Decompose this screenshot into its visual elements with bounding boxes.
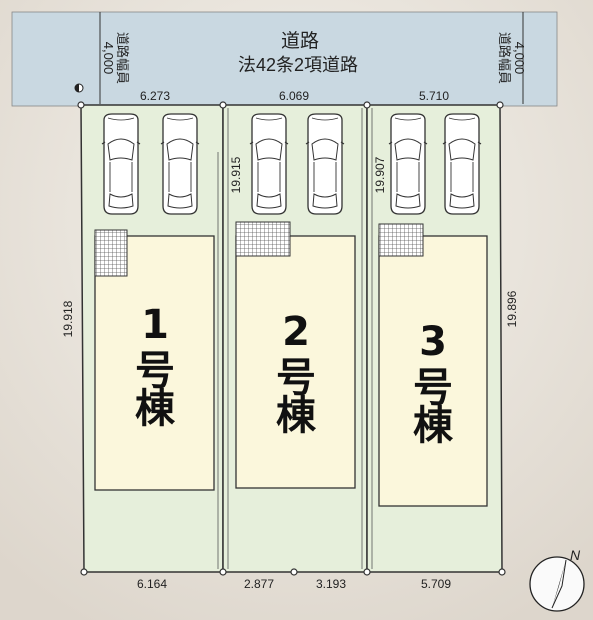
dim-top-1: 6.273 — [140, 89, 170, 103]
road-width-value-right: 4,000 — [512, 42, 527, 75]
boundary-marker — [80, 568, 88, 576]
lot-2-suffix1: 号 — [276, 355, 316, 401]
boundary-markers — [77, 101, 506, 576]
compass: N — [529, 547, 585, 612]
lot-3-suffix2: 棟 — [413, 403, 454, 449]
road-width-value-left: 4,000 — [101, 42, 116, 75]
lot-3-number: 3 — [419, 319, 447, 365]
road-area — [11, 11, 558, 107]
lot-1-suffix1: 号 — [135, 348, 175, 394]
dim-bottom-1: 6.164 — [137, 577, 167, 591]
dim-inner-1: 19.915 — [229, 156, 243, 193]
compass-label: N — [570, 547, 581, 563]
boundary-marker — [496, 101, 504, 109]
car-icon — [388, 113, 428, 215]
benchmark-icon-fill — [75, 84, 79, 92]
dim-top-3: 5.710 — [419, 89, 449, 103]
dim-left: 19.918 — [61, 300, 75, 337]
lot-2-suffix2: 棟 — [276, 393, 317, 439]
dim-bottom-2: 2.877 — [244, 577, 274, 591]
road: 道路 法42条2項道路 道路幅員 4,000 道路幅員 4,000 — [11, 11, 558, 107]
road-title: 道路 — [281, 30, 319, 52]
lot-3-suffix1: 号 — [413, 365, 453, 411]
car-icon — [101, 113, 141, 215]
road-width-label-right: 道路幅員 — [497, 32, 512, 84]
house-3-footprint — [378, 235, 488, 507]
car-icon — [160, 113, 200, 215]
dim-top-2: 6.069 — [279, 89, 309, 103]
house-1-footprint — [94, 235, 215, 491]
house-2-porch — [235, 221, 291, 257]
boundary-marker — [77, 101, 85, 109]
car-icon — [442, 113, 482, 215]
house-3-porch — [378, 223, 424, 257]
car-icon — [305, 113, 345, 215]
road-subtitle: 法42条2項道路 — [238, 55, 358, 75]
boundary-marker — [363, 101, 371, 109]
dim-bottom-4: 5.709 — [421, 577, 451, 591]
boundary-marker — [363, 568, 371, 576]
dim-inner-2: 19.907 — [373, 156, 387, 193]
dim-bottom-3: 3.193 — [316, 577, 346, 591]
lot-1-suffix2: 棟 — [135, 386, 176, 432]
house-1-porch — [94, 229, 128, 277]
lot-2-number: 2 — [282, 309, 310, 355]
dimensions: 6.273 6.069 5.710 6.164 2.877 3.193 5.70… — [61, 89, 519, 591]
dim-right: 19.896 — [505, 290, 519, 327]
boundary-marker — [498, 568, 506, 576]
boundary-marker — [219, 101, 227, 109]
boundary-marker — [290, 568, 298, 576]
house-labels: 1 号 棟 2 号 棟 3 号 棟 — [135, 302, 454, 449]
road-width-label-left: 道路幅員 — [115, 32, 130, 84]
lot-1-number: 1 — [141, 302, 169, 348]
houses — [94, 221, 488, 507]
north-arrow-icon — [552, 560, 566, 608]
compass-ring — [529, 556, 585, 612]
boundary-marker — [219, 568, 227, 576]
house-2-footprint — [235, 235, 356, 489]
car-icon — [249, 113, 289, 215]
